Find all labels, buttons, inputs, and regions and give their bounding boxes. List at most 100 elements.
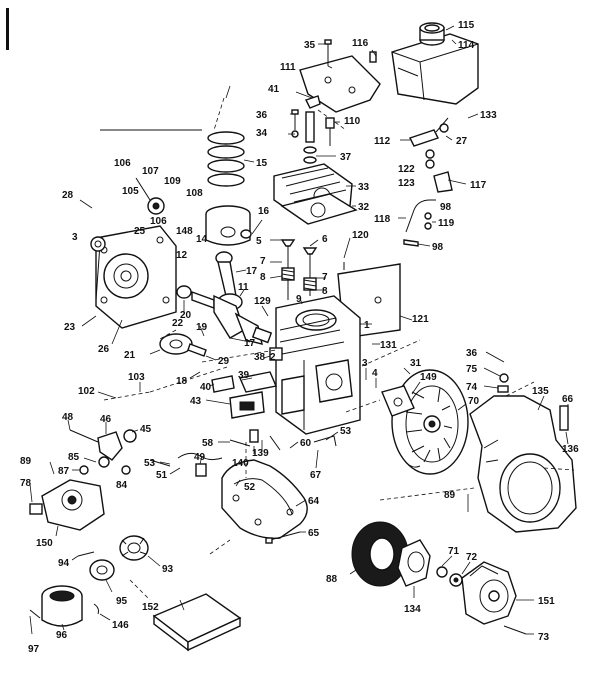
callout-52: 52 — [244, 482, 256, 493]
starter-ring — [351, 521, 409, 587]
callout-148: 148 — [176, 226, 193, 237]
callout-4: 4 — [372, 368, 378, 379]
callout-152: 152 — [142, 602, 159, 613]
air-filter — [29, 585, 99, 627]
tank-bracket — [299, 55, 381, 131]
callout-88: 88 — [326, 574, 338, 585]
callout-53b: 53 — [144, 458, 156, 469]
callout-27: 27 — [456, 136, 468, 147]
assembly-guide-lines — [103, 97, 575, 601]
shroud-bolts-74-75 — [485, 351, 509, 393]
callout-106a: 106 — [114, 158, 131, 169]
callout-150: 150 — [36, 538, 53, 549]
callout-111: 111 — [280, 62, 296, 73]
fuel-tank — [391, 22, 479, 105]
callout-118: 118 — [374, 214, 391, 225]
callout-85: 85 — [68, 452, 80, 463]
callout-8a: 8 — [260, 272, 266, 283]
callout-31: 31 — [410, 358, 422, 369]
callout-3b: 3 — [362, 358, 368, 369]
callout-65: 65 — [308, 528, 320, 539]
callout-70: 70 — [468, 396, 480, 407]
callout-120: 120 — [352, 230, 369, 241]
callout-32: 32 — [358, 202, 370, 213]
callout-8b: 8 — [322, 286, 328, 297]
callout-74: 74 — [466, 382, 478, 393]
callout-14: 14 — [196, 234, 208, 245]
callout-12: 12 — [176, 250, 188, 261]
callout-116: 116 — [352, 38, 369, 49]
callout-149: 149 — [420, 372, 437, 383]
callout-33: 33 — [358, 182, 370, 193]
callout-40: 40 — [200, 382, 212, 393]
callout-71: 71 — [448, 546, 460, 557]
callout-73: 73 — [538, 632, 550, 643]
piston-rings — [207, 131, 245, 187]
callout-106b: 106 — [150, 216, 167, 227]
recoil-starter — [461, 561, 527, 635]
callout-115: 115 — [458, 20, 475, 31]
callout-36a: 36 — [256, 110, 268, 121]
callout-107: 107 — [142, 166, 159, 177]
callout-87: 87 — [58, 466, 70, 477]
callout-140: 140 — [232, 458, 249, 469]
callout-134: 134 — [404, 604, 421, 615]
callout-11: 11 — [238, 282, 249, 293]
callout-39: 39 — [238, 370, 250, 381]
callout-151: 151 — [538, 596, 555, 607]
blower-housing — [469, 381, 577, 533]
head-gasket — [280, 193, 358, 225]
callout-103: 103 — [128, 372, 145, 383]
callout-1: 1 — [364, 320, 370, 331]
flywheel — [391, 369, 469, 475]
callout-98b: 98 — [432, 242, 444, 253]
callout-21: 21 — [124, 350, 136, 361]
callout-58: 58 — [202, 438, 214, 449]
callout-64: 64 — [308, 496, 320, 507]
callout-133: 133 — [480, 110, 497, 121]
callout-121: 121 — [412, 314, 429, 325]
callout-136: 136 — [562, 444, 579, 455]
callout-60: 60 — [300, 438, 312, 449]
callout-38: 38 — [254, 352, 266, 363]
callout-49: 49 — [194, 452, 206, 463]
leader-lines — [29, 25, 569, 635]
seal-3 — [90, 236, 106, 252]
callout-36b: 36 — [466, 348, 478, 359]
callout-109: 109 — [164, 176, 181, 187]
callout-135: 135 — [532, 386, 549, 397]
callout-53a: 53 — [340, 426, 352, 437]
callout-129: 129 — [254, 296, 271, 307]
callout-89b: 89 — [444, 490, 456, 501]
fuel-line — [403, 117, 453, 247]
callout-122: 122 — [398, 164, 415, 175]
callout-19: 19 — [196, 322, 208, 333]
callout-37: 37 — [340, 152, 352, 163]
callout-119: 119 — [438, 218, 455, 229]
callout-20: 20 — [180, 310, 192, 321]
callout-110: 110 — [344, 116, 361, 127]
callout-15: 15 — [256, 158, 268, 169]
base-plate — [221, 459, 308, 539]
callout-89a: 89 — [20, 456, 32, 467]
intake-parts — [211, 371, 277, 419]
callout-5: 5 — [256, 236, 262, 247]
callout-6: 6 — [322, 234, 328, 245]
callout-7b: 7 — [322, 272, 328, 283]
oil-seal-12 — [176, 285, 192, 299]
crankshaft — [191, 291, 273, 345]
callout-96: 96 — [56, 630, 68, 641]
callout-139: 139 — [252, 448, 269, 459]
callout-72: 72 — [466, 552, 478, 563]
cylinder-block — [275, 295, 361, 435]
callout-labels: 35 116 115 114 111 41 36 110 133 34 15 3… — [20, 20, 579, 655]
margin-bar — [6, 8, 9, 50]
callout-51: 51 — [156, 470, 168, 481]
callout-25: 25 — [134, 226, 146, 237]
callout-102: 102 — [78, 386, 95, 397]
carburetor — [29, 456, 131, 531]
piston — [205, 205, 252, 246]
callout-9: 9 — [296, 294, 302, 305]
callout-67: 67 — [310, 470, 322, 481]
